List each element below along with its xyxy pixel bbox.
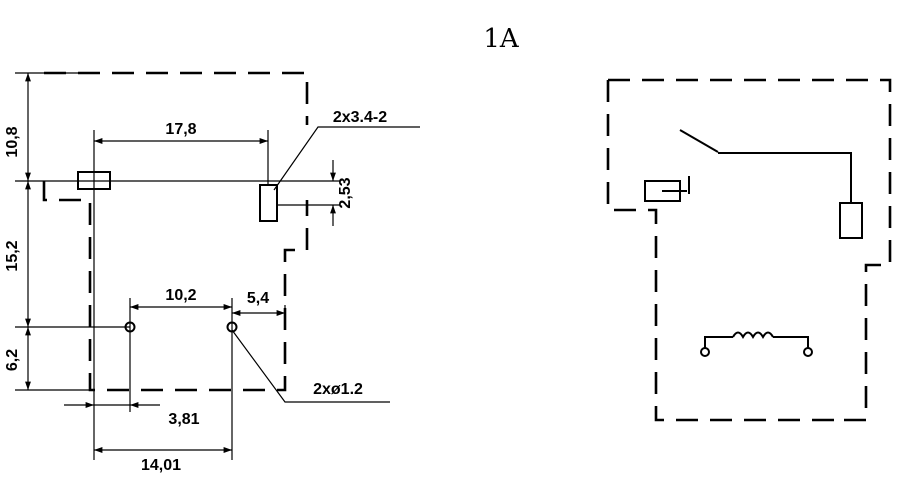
dim-bottom-height: 6,2 — [4, 349, 21, 371]
dim-pin-x-offset: 3,81 — [168, 411, 199, 428]
dim-total-width: 14,01 — [141, 457, 181, 474]
callout-round-holes: 2xø1.2 — [313, 381, 363, 398]
extension-lines — [15, 72, 340, 460]
coil-symbol — [700, 331, 813, 357]
leader-lines — [231, 126, 420, 403]
schematic-view — [606, 78, 892, 422]
dim-pin-offset: 5,4 — [247, 290, 269, 307]
schematic-outline — [606, 78, 892, 422]
dim-mid-height: 15,2 — [4, 240, 21, 271]
callout-slot-holes: 2x3.4-2 — [333, 109, 387, 126]
dim-slot-offset: 2,53 — [337, 177, 354, 208]
diagram-title: 1A — [483, 24, 520, 54]
footprint-view: 10,8 15,2 6,2 17,8 2,53 10,2 5,4 3,81 14… — [4, 71, 420, 474]
footprint-outline — [42, 71, 309, 392]
dim-slot-spacing: 17,8 — [165, 121, 196, 138]
dim-pin-spacing: 10,2 — [165, 287, 196, 304]
dimension-lines — [25, 73, 336, 453]
dim-top-height: 10,8 — [4, 126, 21, 157]
slot-hole-right — [259, 184, 278, 222]
normally-open-contact — [644, 129, 863, 239]
